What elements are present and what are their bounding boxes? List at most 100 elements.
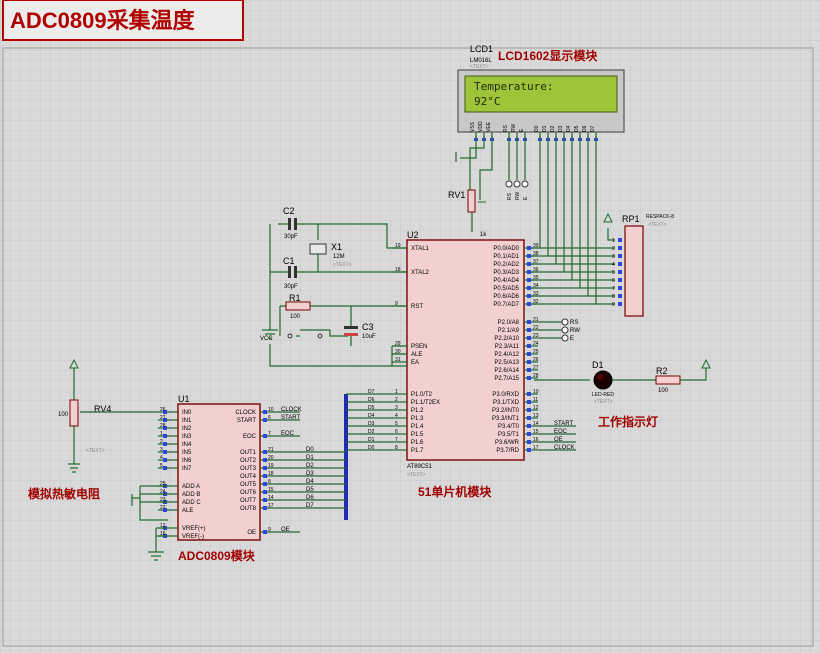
mcu-text-tag: <TEXT> [407,472,426,478]
adc-pin-number: 22 [160,505,166,511]
pin-marker [163,466,167,470]
rp1-text-tag: <TEXT> [648,222,667,228]
bus-label-d3: D3 [368,421,375,427]
mcu-pin-p25a13: P2.5/A13 [494,360,519,366]
pin-marker [618,286,622,290]
pin-marker [527,254,531,258]
rp1-pin-number: 2 [612,246,615,252]
d1-text-tag: <TEXT> [594,399,613,405]
adc-pin-number: 21 [268,447,274,453]
pin-marker [527,368,531,372]
adc-pin-in7: IN7 [182,466,192,472]
mcu-pin-p27a15: P2.7/A15 [494,376,519,382]
adc-pin-clock: CLOCK [235,410,256,416]
r1-value: 100 [290,314,301,320]
adc-pin-out7: OUT7 [240,498,257,504]
adc-pin-in4: IN4 [182,442,192,448]
pin-marker [163,426,167,430]
mcu-caption: 51单片机模块 [418,484,492,499]
rp1-pin-number: 1 [612,238,615,244]
pin-marker [527,440,531,444]
adc-pin-number: 17 [268,503,274,509]
lcd-pin-e: E [519,128,525,132]
rv1-ref: RV1 [448,190,465,200]
net-label-rw: RW [570,328,580,334]
c3-ref: C3 [362,322,374,332]
crystal-circuit[interactable]: C2 30pF X1 12M <TEXT> C1 30pF R1 100 C3 [260,206,407,367]
net-label-oe: OE [554,437,563,443]
pin-marker [263,482,267,486]
mcu-pin-number: 12 [533,405,539,411]
pin-marker [618,238,622,242]
mcu-pin-p21a9: P2.1/A9 [498,328,520,334]
mcu-pin-number: 19 [395,243,401,249]
mcu-pin-number: 8 [395,445,398,451]
rv1-net-label: E [523,196,529,200]
pin-marker [263,530,267,534]
mcu-pin-number: 32 [533,299,539,305]
pin-marker [263,490,267,494]
lcd-wires [455,136,615,305]
r1-ref: R1 [289,293,301,303]
pin-marker [163,410,167,414]
rv4-thermistor[interactable]: 100 RV4 <TEXT> 模拟热敏电阻 [28,358,158,501]
rv4-value: 100 [58,412,69,418]
mcu-pin-number: 30 [395,349,401,355]
pin-marker [618,254,622,258]
rv1-potentiometer[interactable]: RV1 1k [448,189,487,238]
adc-net-label-clock: CLOCK [281,407,302,413]
lcd-screen [464,75,618,113]
led-indicator[interactable]: D1 LED-RED <TEXT> R2 100 工作指示灯 [534,358,711,429]
adc-pin-number: 3 [160,447,163,453]
mcu-pin-p30rxd: P3.0/RXD [492,392,519,398]
x1-value: 12M [333,254,345,260]
mcu-pin-p34t0: P3.4/T0 [498,424,520,430]
adc-pin-number: 15 [268,487,274,493]
adc-pin-in3: IN3 [182,434,192,440]
mcu-pin-number: 10 [533,389,539,395]
mcu-pin-number: 9 [395,301,398,307]
pin-marker [527,400,531,404]
mcu-pin-number: 38 [533,251,539,257]
pin-marker [263,506,267,510]
mcu-pin-number: 22 [533,325,539,331]
adc-net-label-d0: D0 [306,447,314,453]
lcd-module[interactable]: LCD1 LM016L LCD1602显示模块 <TEXT> Temperatu… [457,44,625,141]
pin-marker [163,418,167,422]
adc-net-label-d5: D5 [306,487,314,493]
adc-pin-out2: OUT2 [240,458,257,464]
lcd-pin-vdd: VDD [478,121,484,132]
adc-pin-adda: ADD A [182,484,200,490]
mcu-pin-number: 4 [395,413,398,419]
mcu-pin-p06ad6: P0.6/AD6 [493,294,519,300]
adc-pin-number: 16 [160,531,166,537]
sheet-border [2,47,814,647]
mcu-pin-number: 37 [533,259,539,265]
net-terminal [561,326,569,334]
mcu-pin-number: 5 [395,421,398,427]
mcu-pin-p07ad7: P0.7/AD7 [493,302,519,308]
pin-marker [527,416,531,420]
pin-marker [527,408,531,412]
mcu-pin-psen: PSEN [411,344,427,350]
c1-ref: C1 [283,256,295,266]
c1-value: 30pF [284,284,298,290]
mcu-pin-p04ad4: P0.4/AD4 [493,278,519,284]
title-box: ADC0809采集温度 [2,0,244,41]
adc-address-wiring [131,485,168,561]
net-terminal [561,334,569,342]
vcc-label: VCC [260,336,273,342]
lcd-pin-d2: D2 [550,125,556,132]
adc-pin-in5: IN5 [182,450,192,456]
adc-pin-addb: ADD B [182,492,200,498]
adc-net-label-d3: D3 [306,471,314,477]
mcu-pin-xtal2: XTAL2 [411,270,430,276]
mcu-pin-number: 11 [533,397,538,403]
mcu-ref: U2 [407,230,419,240]
pin-marker [163,458,167,462]
adc-ref: U1 [178,394,190,404]
